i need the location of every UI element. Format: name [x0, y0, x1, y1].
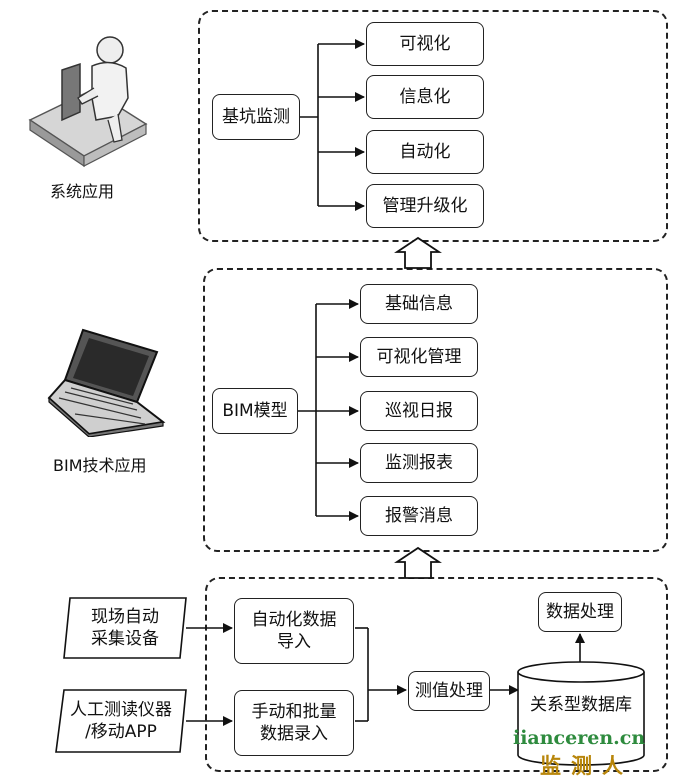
- relational-database-label: 关系型数据库: [530, 695, 632, 715]
- bim-application-panel: [203, 268, 668, 552]
- onsite-auto-acquisition-device: 现场自动 采集设备: [91, 607, 159, 649]
- item-alarm-message: 报警消息: [360, 496, 478, 536]
- desk-worker-icon: [28, 36, 148, 168]
- data-acquisition-panel: [205, 577, 668, 772]
- manual-batch-entry-box: 手动和批量 数据录入: [234, 690, 354, 756]
- watermark-name: 监测人: [540, 753, 633, 778]
- item-visualization: 可视化: [366, 22, 484, 66]
- item-automation: 自动化: [366, 130, 484, 174]
- item-management-upgrade: 管理升级化: [366, 184, 484, 228]
- foundation-pit-monitoring-box: 基坑监测: [212, 94, 300, 140]
- item-monitoring-report: 监测报表: [360, 443, 478, 483]
- system-application-panel: [198, 10, 668, 242]
- item-visual-management: 可视化管理: [360, 337, 478, 377]
- up-arrow-top: [394, 236, 442, 269]
- database-cylinder: [517, 661, 645, 766]
- data-processing-box: 数据处理: [538, 592, 622, 632]
- item-patrol-daily-report: 巡视日报: [360, 391, 478, 431]
- watermark-domain: iianceren.cn: [513, 727, 646, 749]
- automated-data-import-box: 自动化数据 导入: [234, 598, 354, 664]
- measured-value-processing-box: 测值处理: [408, 671, 490, 711]
- item-basic-info: 基础信息: [360, 284, 478, 324]
- bim-application-label: BIM技术应用: [53, 456, 147, 475]
- laptop-icon: [47, 328, 166, 437]
- item-informatization: 信息化: [366, 75, 484, 119]
- bim-model-box: BIM模型: [212, 388, 298, 434]
- system-application-label: 系统应用: [50, 182, 115, 201]
- up-arrow-middle: [394, 546, 442, 579]
- manual-reading-instrument-mobile-app: 人工测读仪器 /移动APP: [70, 700, 172, 742]
